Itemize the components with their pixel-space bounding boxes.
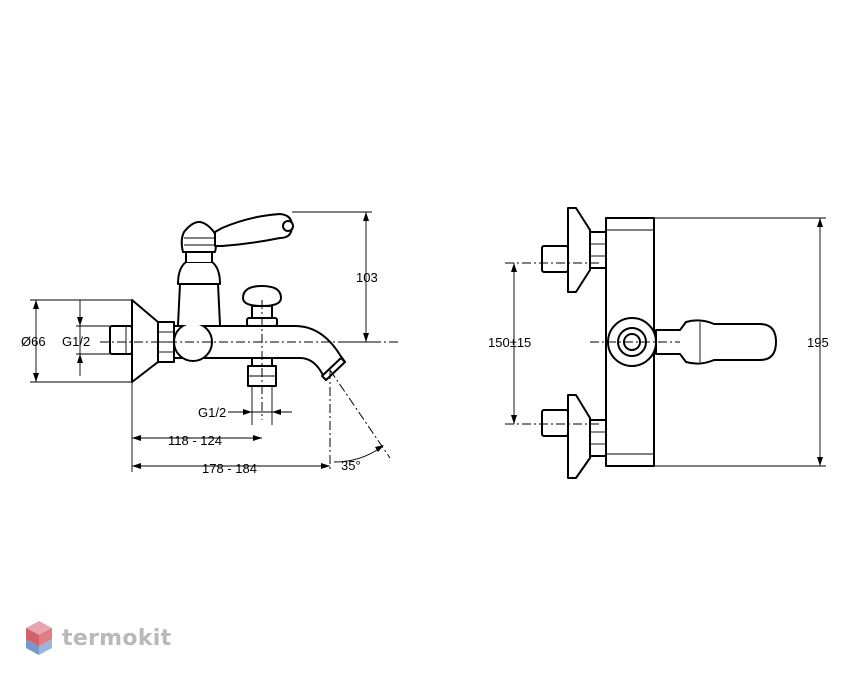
dim-centers: 150±15 xyxy=(488,335,531,350)
front-view: 150±15 195 xyxy=(488,207,829,479)
wall-flange xyxy=(131,299,159,383)
dim-flange-diameter: Ø66 xyxy=(21,334,46,349)
inlet-connector xyxy=(109,325,133,355)
dim-outlet-thread: G1/2 xyxy=(198,405,226,420)
dim-spout-reach-long: 178 - 184 xyxy=(202,461,257,476)
cube-icon xyxy=(26,621,52,655)
cartridge-housing xyxy=(177,283,221,326)
spout xyxy=(209,325,346,363)
upper-flange xyxy=(567,207,591,293)
side-view: Ø66 G1/2 103 G1/2 118 - 124 178 - 184 xyxy=(21,211,400,476)
lower-nut xyxy=(589,419,607,457)
dim-inlet-thread: G1/2 xyxy=(62,334,90,349)
dim-spout-reach-short: 118 - 124 xyxy=(168,433,222,448)
dim-height: 103 xyxy=(356,270,378,285)
dim-spout-angle: 35° xyxy=(341,458,361,473)
lower-flange xyxy=(567,394,591,479)
lever-front xyxy=(655,319,777,365)
brand-logo: termokit xyxy=(24,618,171,658)
dim-total-height: 195 xyxy=(807,335,829,350)
lever-handle xyxy=(214,213,293,247)
brand-name: termokit xyxy=(62,625,172,651)
cartridge-cap xyxy=(180,221,218,253)
